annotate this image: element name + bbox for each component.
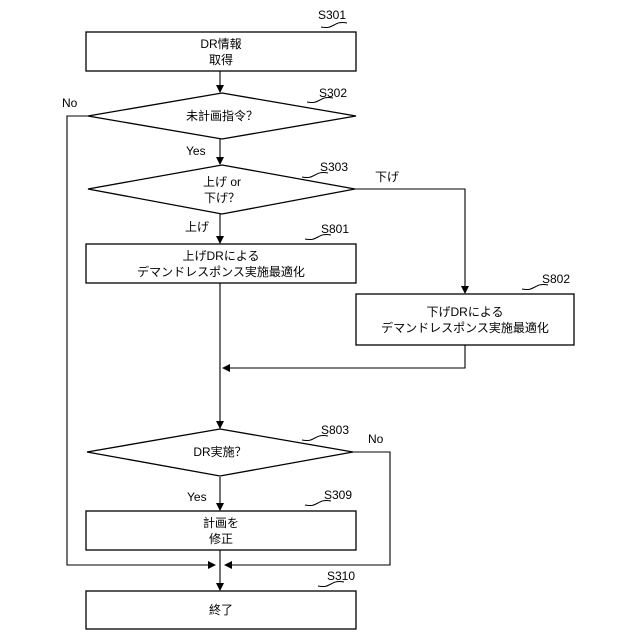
node-s803: DR実施？ S803	[87, 423, 353, 476]
edge-s802-merge	[223, 345, 465, 368]
node-text-line-2: 修正	[209, 531, 233, 546]
label-s302-yes: Yes	[186, 144, 206, 158]
step-id: S309	[324, 488, 352, 502]
step-id: S310	[327, 569, 355, 583]
decision-diamond	[88, 165, 355, 214]
node-text-line-1: 計画を	[203, 515, 239, 530]
node-s309: 計画を 修正 S309	[86, 488, 356, 550]
step-id: S302	[319, 86, 347, 100]
node-text-line-1: 未計画指令？	[186, 108, 258, 123]
node-s801: 上げDRによる デマンドレスポンス実施最適化 S801	[86, 222, 356, 283]
node-s303: 上げ or 下げ？ S303	[88, 160, 355, 214]
node-text-line-1: 上げ or	[203, 175, 241, 189]
step-id: S803	[321, 423, 349, 437]
label-s803-no: No	[368, 432, 384, 446]
node-text-line-1: 終了	[209, 602, 233, 617]
node-text-line-2: 下げ？	[204, 191, 240, 205]
label-s303-down: 下げ	[375, 170, 399, 184]
step-id: S301	[318, 8, 346, 22]
node-text-line-2: デマンドレスポンス実施最適化	[381, 320, 549, 335]
step-id-tick	[321, 22, 347, 27]
node-text-line-1: DR情報	[200, 37, 241, 51]
step-id: S802	[542, 272, 570, 286]
node-text-line-2: デマンドレスポンス実施最適化	[137, 264, 305, 279]
node-s310: 終了 S310	[86, 569, 356, 629]
label-s302-no: No	[62, 96, 78, 110]
node-s302: 未計画指令？ S302	[88, 86, 356, 139]
node-text-line-1: DR実施？	[193, 444, 246, 459]
process-box	[356, 294, 574, 345]
node-text-line-2: 取得	[209, 52, 233, 67]
node-text-line-1: 下げDRによる	[427, 305, 504, 319]
edge-s303-s802	[355, 189, 465, 293]
step-id: S801	[321, 222, 349, 236]
node-text-line-1: 上げDRによる	[183, 249, 260, 263]
label-s803-yes: Yes	[187, 490, 207, 504]
label-s303-up: 上げ	[185, 220, 209, 234]
step-id: S303	[320, 160, 348, 174]
node-s301: DR情報 取得 S301	[86, 8, 356, 71]
